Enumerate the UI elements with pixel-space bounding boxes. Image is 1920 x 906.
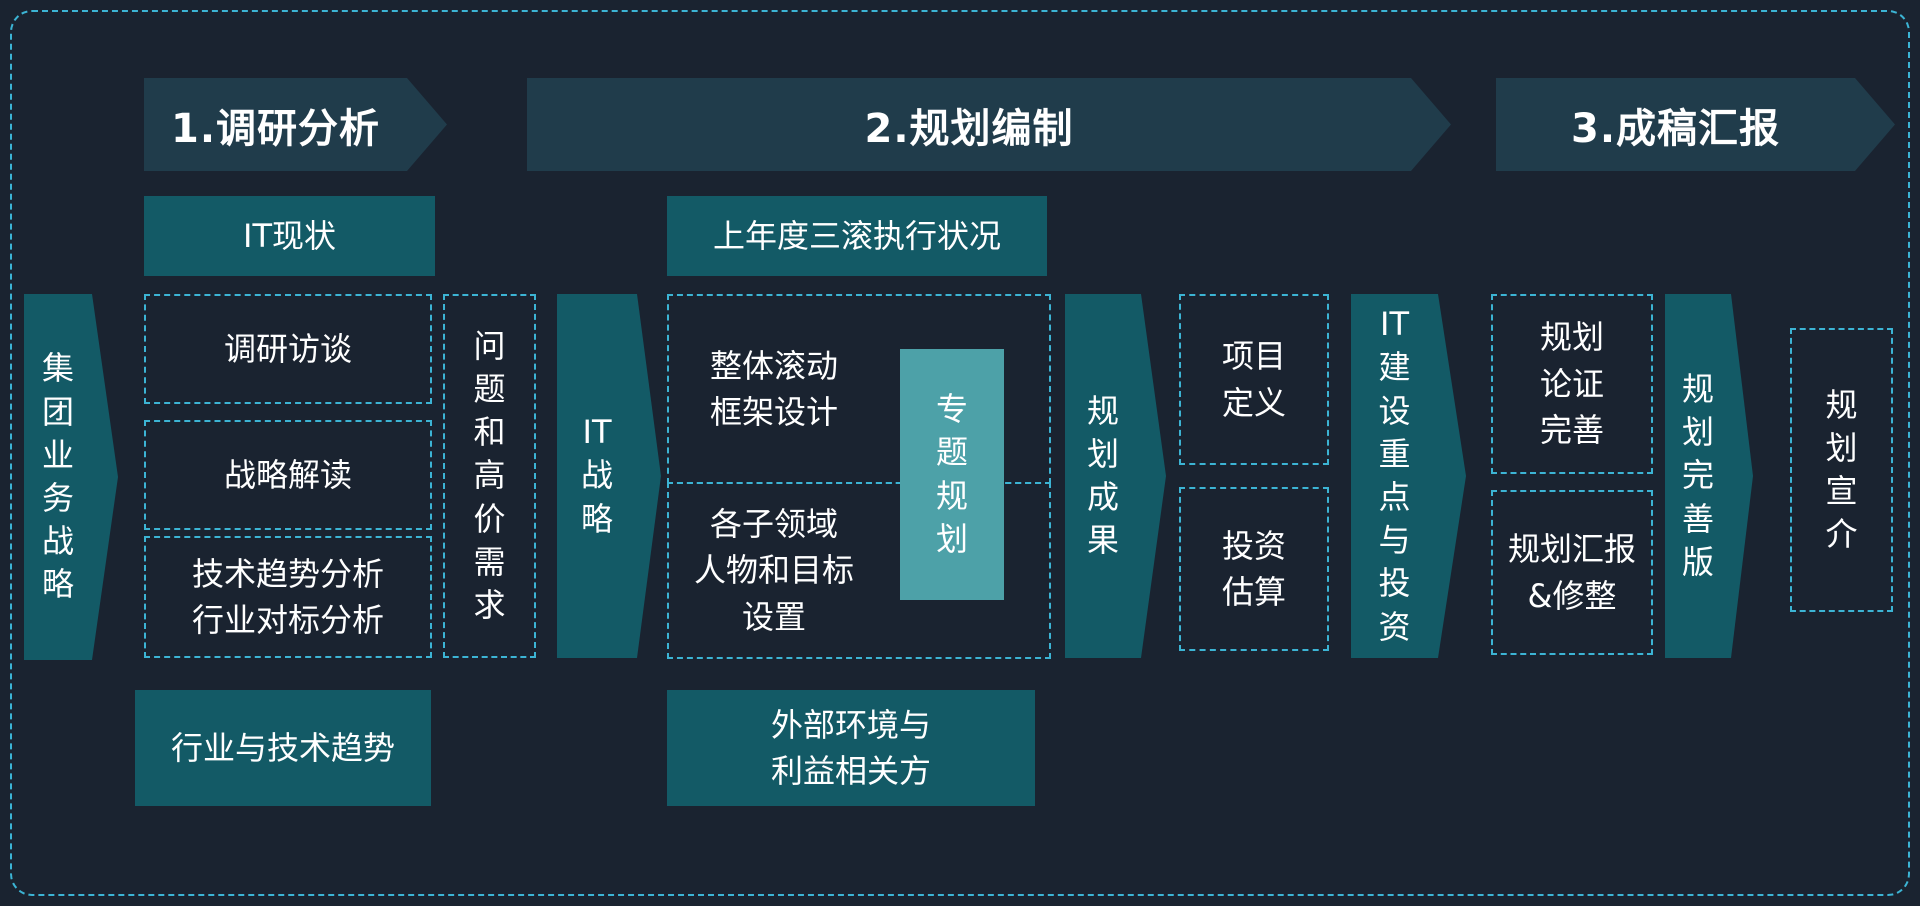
interviews-box: 调研访谈 xyxy=(144,294,432,404)
investment-estimate-box: 投资估算 xyxy=(1179,487,1329,651)
last-year-rolling-status-label: 上年度三滚执行状况 xyxy=(712,216,1001,255)
industry-tech-trends-label: 行业与技术趋势 xyxy=(170,728,395,767)
problems-high-value-needs-box: 问题和高价需求 xyxy=(443,294,536,658)
phase-header-reporting-label: 3.成稿汇报 xyxy=(1570,105,1781,152)
phase-header-planning: 2.规划编制 xyxy=(527,78,1451,171)
group-business-strategy-label: 集团业务战略 xyxy=(41,349,74,604)
phase-header-reporting: 3.成稿汇报 xyxy=(1496,78,1895,171)
it-status-box: IT现状 xyxy=(144,196,435,276)
it-status-label: IT现状 xyxy=(243,216,336,255)
overall-rolling-framework-label: 整体滚动框架设计 xyxy=(709,346,838,431)
plan-promotion-label: 规划宣介 xyxy=(1825,385,1858,554)
plan-report-revision-box: 规划汇报&修整 xyxy=(1491,490,1653,655)
project-definition-label: 项目定义 xyxy=(1221,337,1286,422)
plan-final-version-arrow: 规划完善版 xyxy=(1665,294,1753,658)
industry-tech-trends-box: 行业与技术趋势 xyxy=(135,690,431,806)
plan-report-revision-label: 规划汇报&修整 xyxy=(1507,530,1636,615)
planning-results-label: 规划成果 xyxy=(1086,391,1119,560)
plan-final-version-label: 规划完善版 xyxy=(1681,370,1714,581)
special-topic-planning-label: 专题规划 xyxy=(935,390,968,558)
external-environment-box: 外部环境与利益相关方 xyxy=(667,690,1035,806)
group-business-strategy-arrow: 集团业务战略 xyxy=(24,294,118,660)
project-definition-box: 项目定义 xyxy=(1179,294,1329,465)
plan-promotion-box: 规划宣介 xyxy=(1790,328,1893,612)
tech-industry-analysis-label: 技术趋势分析行业对标分析 xyxy=(191,554,384,639)
external-environment-label: 外部环境与利益相关方 xyxy=(770,705,931,790)
phase-header-research: 1.调研分析 xyxy=(144,78,447,171)
plan-validation-box: 规划论证完善 xyxy=(1491,294,1653,474)
tech-industry-analysis-box: 技术趋势分析行业对标分析 xyxy=(144,536,432,658)
phase-header-planning-label: 2.规划编制 xyxy=(864,105,1074,152)
plan-validation-label: 规划论证完善 xyxy=(1539,318,1604,450)
strategy-interpretation-box: 战略解读 xyxy=(144,420,432,530)
planning-results-arrow: 规划成果 xyxy=(1065,294,1166,658)
interviews-label: 调研访谈 xyxy=(223,329,352,368)
investment-estimate-label: 投资估算 xyxy=(1221,526,1286,611)
problems-high-value-needs-label: 问题和高价需求 xyxy=(473,326,506,624)
special-topic-planning-box: 专题规划 xyxy=(900,349,1004,600)
strategy-interpretation-label: 战略解读 xyxy=(223,455,352,494)
subdomain-goals-label: 各子领域人物和目标设置 xyxy=(693,504,854,636)
phase-header-research-label: 1.调研分析 xyxy=(170,105,381,152)
last-year-rolling-status-box: 上年度三滚执行状况 xyxy=(667,196,1047,276)
subdomain-goals-box: 各子领域人物和目标设置 xyxy=(667,482,1051,659)
